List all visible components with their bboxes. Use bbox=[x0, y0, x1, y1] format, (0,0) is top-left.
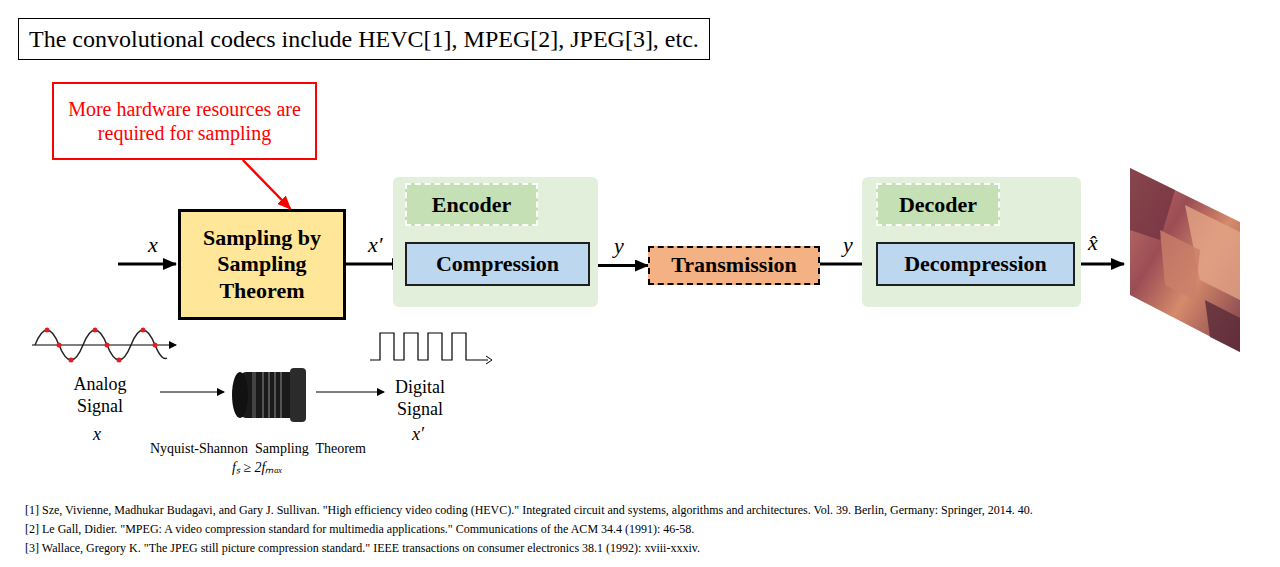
node-text: Decompression bbox=[904, 251, 1047, 277]
signal-label: x̂ bbox=[1088, 230, 1098, 256]
camera-lens bbox=[232, 368, 306, 422]
flow-arrow bbox=[316, 392, 384, 393]
process-box: Decompression bbox=[876, 242, 1075, 286]
flow-arrow bbox=[590, 264, 648, 267]
reference-text: [1] Sze, Vivienne, Madhukar Budagavi, an… bbox=[25, 503, 1033, 517]
callout-arrow bbox=[243, 160, 291, 209]
caption-label: Nyquist-Shannon Sampling Theorem bbox=[150, 441, 366, 458]
transmission-box: Transmission bbox=[648, 246, 820, 285]
group-heading: Decoder bbox=[876, 183, 1000, 226]
group-heading: Encoder bbox=[405, 183, 538, 226]
digital-wave bbox=[370, 333, 492, 364]
decoder-group: DecoderDecompression bbox=[862, 177, 1081, 307]
node-text: Transmission bbox=[671, 252, 797, 278]
formula-label: fₛ ≥ 2fₘₐₓ bbox=[232, 460, 283, 477]
edge-label: y bbox=[614, 233, 624, 259]
title-box: The convolutional codecs include HEVC[1]… bbox=[18, 18, 710, 60]
signal-label: x bbox=[93, 424, 101, 446]
caption-label: Analog Signal bbox=[58, 374, 142, 417]
output-wire bbox=[1077, 263, 1124, 266]
node-text: More hardware resources are required for… bbox=[62, 97, 307, 145]
edge-label: y bbox=[843, 232, 853, 258]
flow-arrow bbox=[160, 392, 224, 393]
reference-text: [2] Le Gall, Didier. "MPEG: A video comp… bbox=[25, 522, 694, 536]
input-wire bbox=[118, 263, 176, 266]
process-box: Compression bbox=[405, 242, 590, 286]
output-image bbox=[1130, 168, 1240, 352]
reference-text: [3] Wallace, Gregory K. "The JPEG still … bbox=[25, 541, 700, 555]
signal-label: x bbox=[148, 232, 158, 258]
signal-label: x′ bbox=[412, 424, 424, 446]
analog-wave bbox=[32, 328, 176, 363]
caption-label: Digital Signal bbox=[378, 377, 462, 420]
sampling-box: Sampling by Sampling Theorem bbox=[178, 209, 346, 320]
node-text: Sampling by Sampling Theorem bbox=[189, 225, 335, 304]
callout-box: More hardware resources are required for… bbox=[52, 82, 317, 160]
edge-label: x′ bbox=[368, 232, 383, 258]
node-text: Compression bbox=[436, 251, 559, 277]
encoder-group: EncoderCompression bbox=[393, 177, 598, 307]
